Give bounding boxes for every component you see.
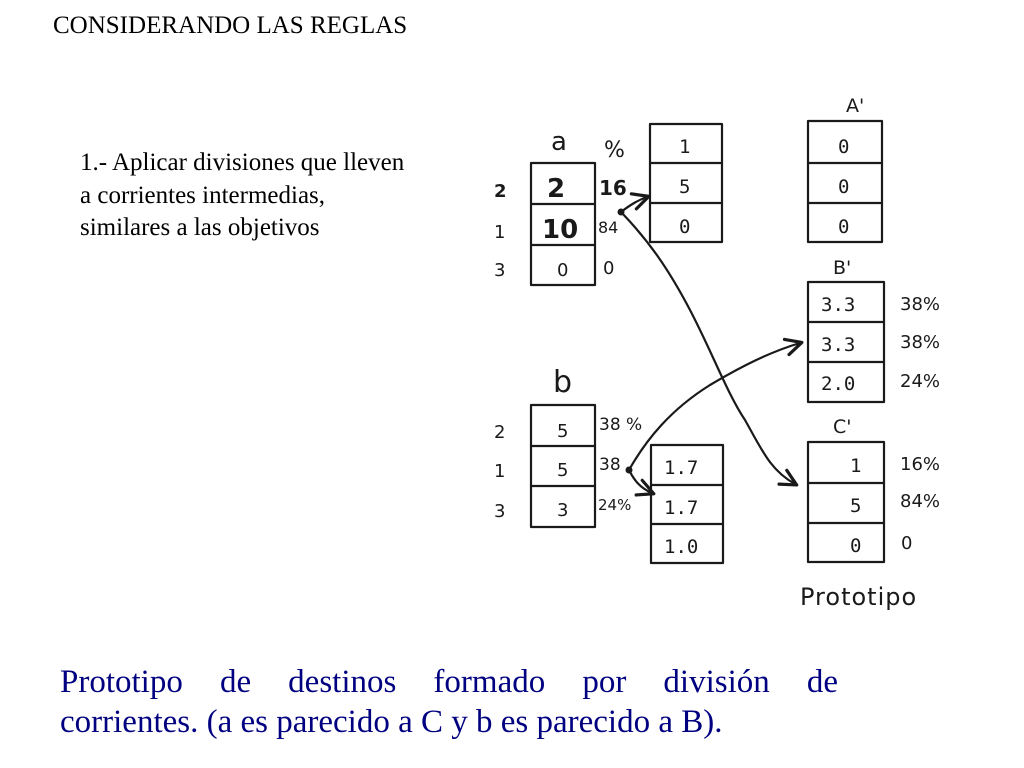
target-a-value: 0: [838, 176, 849, 198]
target-c-percent: 0: [901, 533, 912, 554]
target-b-label: B': [833, 257, 851, 279]
stream-a-percent: 0: [603, 258, 614, 279]
stream-a: a 2 1 3 2 10 0 % 16 84 0: [494, 127, 627, 287]
stream-b: b 2 1 3 5 5 3 38 % 38 24%: [494, 365, 642, 529]
stream-b-split: 1.7 1.7 1.0: [649, 443, 725, 565]
target-a-value: 0: [838, 136, 849, 158]
stream-b-split-value: 1.7: [664, 457, 698, 479]
stream-b-row-label: 1: [494, 461, 505, 482]
stream-a-split-value: 5: [679, 176, 690, 198]
target-b-percent: 38%: [900, 332, 940, 353]
arrow-b-to-b: [627, 337, 804, 472]
slide-title: CONSIDERANDO LAS REGLAS: [53, 12, 408, 39]
stream-a-value: 0: [557, 260, 568, 281]
stream-a-row-label: 2: [494, 181, 507, 202]
stream-a-split-value: 0: [679, 216, 690, 238]
target-c-value: 5: [850, 495, 861, 517]
stream-b-percent: 38: [599, 455, 621, 475]
stream-b-percent: 38 %: [599, 415, 642, 435]
arrow-b-to-split: [627, 468, 656, 497]
target-c-label: C': [833, 416, 852, 438]
stream-b-row-label: 2: [494, 422, 505, 443]
slide-caption: Prototipo de destinos formado por divisi…: [60, 662, 838, 742]
target-c-value: 1: [850, 455, 861, 477]
stream-a-row-label: 3: [494, 260, 505, 281]
stream-a-percent: 16: [599, 176, 627, 200]
target-b-value: 3.3: [821, 294, 855, 316]
stream-a-row-label: 1: [494, 222, 505, 243]
stream-a-value: 2: [547, 174, 565, 204]
target-c-percent: 16%: [900, 454, 940, 475]
stream-a-split-value: 1: [679, 136, 690, 158]
arrow-a-to-c: [619, 210, 799, 487]
target-b-value: 3.3: [821, 334, 855, 356]
prototype-label: Prototipo: [800, 583, 917, 611]
stream-b-split-value: 1.7: [664, 497, 698, 519]
stream-a-percent-header: %: [604, 138, 625, 163]
target-c-box: [806, 440, 886, 564]
target-c-value: 0: [850, 535, 861, 557]
stream-a-label: a: [551, 127, 567, 157]
stream-b-label: b: [553, 365, 572, 400]
stream-a-percent: 84: [598, 218, 618, 237]
target-c-percent: 84%: [900, 491, 940, 512]
stream-b-row-label: 3: [494, 501, 505, 522]
stream-b-box: [529, 403, 597, 529]
stream-b-percent: 24%: [598, 496, 631, 514]
stream-b-value: 5: [557, 460, 568, 481]
target-a: A' 0 0 0: [806, 95, 884, 244]
caption-line-2: corrientes. (a es parecido a C y b es pa…: [60, 704, 723, 740]
stream-a-split: 1 5 0: [648, 122, 724, 244]
stream-a-value: 10: [542, 215, 578, 245]
stream-a-split-box: [648, 122, 724, 244]
target-a-label: A': [846, 95, 864, 117]
arrow-a-to-split: [619, 192, 651, 214]
rule-text: 1.- Aplicar divisiones que lleven a corr…: [80, 149, 405, 241]
stream-a-box: [529, 161, 597, 287]
target-b-value: 2.0: [821, 373, 855, 395]
target-a-value: 0: [838, 216, 849, 238]
caption-line-1: Prototipo de destinos formado por divisi…: [60, 664, 838, 700]
target-a-box: [806, 119, 884, 244]
target-c: C' 1 5 0 16% 84% 0: [806, 416, 940, 564]
target-b: B' 3.3 3.3 2.0 38% 38% 24%: [806, 257, 940, 404]
stream-b-split-box: [649, 443, 725, 565]
target-b-percent: 24%: [900, 371, 940, 392]
target-b-box: [806, 280, 886, 404]
stream-b-split-value: 1.0: [664, 536, 698, 558]
stream-b-value: 5: [557, 421, 568, 442]
stream-b-value: 3: [557, 500, 568, 521]
target-b-percent: 38%: [900, 294, 940, 315]
